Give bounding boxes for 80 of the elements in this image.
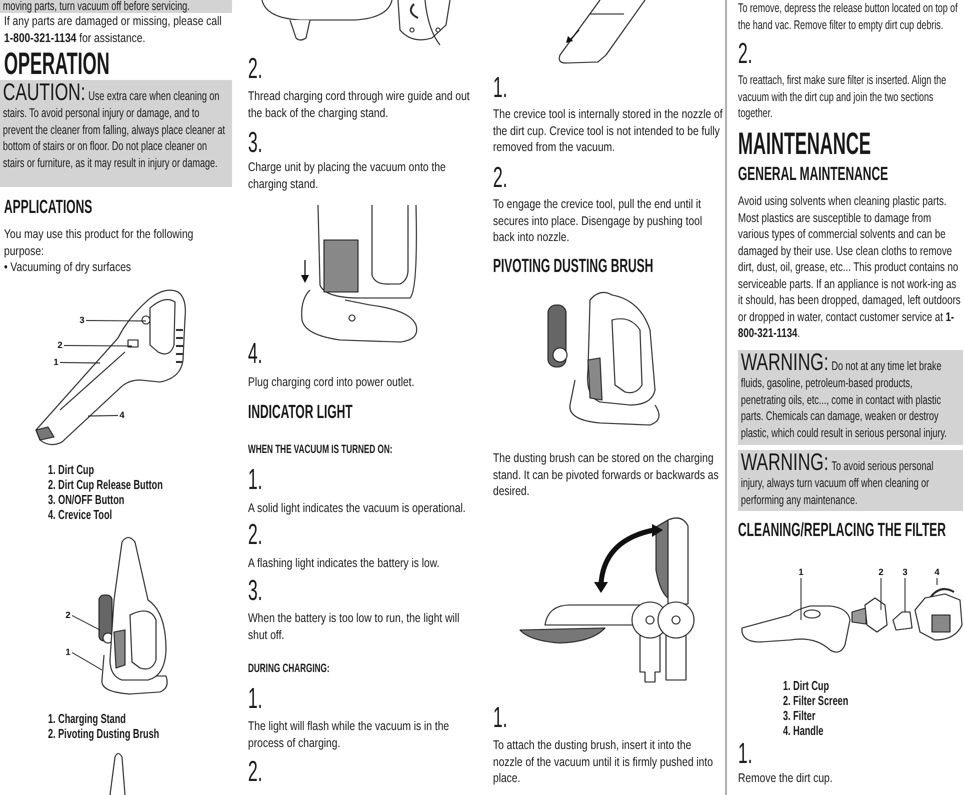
body-text: To attach the dusting brush, insert it into the nozzle of the vacuum until it is firmly pushed into place. bbox=[493, 737, 714, 786]
callout-number: 2 bbox=[64, 610, 72, 621]
warning-text: moving parts, turn vacuum off before servicing. bbox=[2, 0, 191, 13]
body-text: Avoid using solvents when cleaning plastic parts. Most plastics are susceptible to damage from various types of commercial solvents and can be damaged by their use. Use clean cloths to remove dirt, dust, oil, grease, etc... This product contains no serviceable parts. If an appliance is not work-ing as it should, has been dropped, damaged, left outdoors or dropped in water, contact customer service at 1-800-321-1134. bbox=[738, 193, 962, 342]
step-number: 1. bbox=[248, 466, 263, 495]
subheading: DURING CHARGING: bbox=[248, 661, 330, 676]
callout-number: 3 bbox=[901, 567, 909, 578]
callout-number: 2 bbox=[877, 567, 885, 578]
leader-line bbox=[60, 362, 100, 364]
callout-number: 1 bbox=[52, 357, 60, 368]
callout-number: 4 bbox=[933, 567, 941, 578]
callout-number: 4 bbox=[118, 410, 126, 421]
callout-number: 3 bbox=[78, 315, 86, 326]
subsection-heading: APPLICATIONS bbox=[4, 198, 92, 219]
parts-list-item: 1. Dirt Cup bbox=[48, 462, 94, 477]
subsection-heading: GENERAL MAINTENANCE bbox=[738, 165, 888, 186]
warning-box bbox=[0, 80, 232, 187]
warning-box bbox=[738, 450, 963, 512]
body-text: A solid light indicates the vacuum is operational. bbox=[248, 500, 466, 516]
parts-list-item: 4. Crevice Tool bbox=[48, 507, 112, 522]
step-number: 3. bbox=[248, 577, 263, 606]
filter-parts-drawing bbox=[741, 588, 963, 653]
parts-list-item: 2. Pivoting Dusting Brush bbox=[48, 726, 160, 741]
leader-line bbox=[904, 578, 906, 612]
step-number: 1. bbox=[738, 740, 753, 769]
body-text: To reattach, first make sure filter is inserted. Align the vacuum with the dirt cup and join the two sections together. bbox=[738, 72, 948, 122]
step-number: 2. bbox=[738, 40, 753, 69]
warning-text: CAUTION:Use extra care when cleaning on stairs. To avoid personal injury or damage, and to prevent the cleaner from falling, always place cleaner at bottom of stairs or on floor. Do not place cleaner on stairs or furniture, as it may result in injury or damage. bbox=[2, 80, 226, 172]
leader-line bbox=[72, 615, 100, 630]
step-number: 2. bbox=[248, 758, 263, 787]
step-number: 1. bbox=[493, 704, 508, 733]
callout-number: 2 bbox=[56, 340, 64, 351]
parts-list-item: 3. ON/OFF Button bbox=[48, 492, 124, 507]
body-text: Remove the dirt cup. bbox=[738, 770, 833, 786]
subsection-heading: CLEANING/REPLACING THE FILTER bbox=[738, 521, 946, 542]
body-text: A flashing light indicates the battery is low. bbox=[248, 555, 440, 572]
leader-line bbox=[936, 578, 938, 586]
step-number: 1. bbox=[248, 685, 263, 714]
section-heading: MAINTENANCE bbox=[738, 128, 871, 159]
note-box bbox=[0, 0, 232, 13]
callout-number: 1 bbox=[64, 647, 72, 658]
body-text: Plug charging cord into power outlet. bbox=[248, 374, 414, 390]
step-number: 1. bbox=[493, 74, 508, 103]
leader-line bbox=[800, 578, 802, 620]
body-text: • Vacuuming of dry surfaces bbox=[4, 259, 132, 276]
body-text: Charge unit by placing the vacuum onto the charging stand. bbox=[248, 159, 447, 192]
parts-list-item: 3. Filter bbox=[783, 708, 816, 723]
leader-line bbox=[72, 652, 102, 670]
parts-list-item: 4. Handle bbox=[783, 723, 824, 738]
body-text: Thread charging cord through wire guide and out the back of the charging stand. bbox=[248, 88, 471, 121]
body-text: You may use this product for the following purpose: bbox=[4, 226, 194, 259]
step-number: 2. bbox=[248, 521, 263, 550]
leader-line bbox=[880, 578, 882, 610]
leader-line bbox=[64, 345, 132, 346]
subsection-heading: INDICATOR LIGHT bbox=[248, 403, 353, 424]
body-text: When the battery is too low to run, the light will shut off. bbox=[248, 610, 460, 643]
step-number: 4. bbox=[248, 340, 263, 369]
step-number: 3. bbox=[248, 129, 263, 158]
warning-text: WARNING:To avoid serious personal injury, always turn vacuum off when cleaning or performing any maintenance. bbox=[740, 450, 934, 509]
body-text: The crevice tool is internally stored in the nozzle of the dirt cup. Crevice tool is not intended to be fully removed from the vacuum. bbox=[493, 106, 723, 156]
handheld-vacuum-drawing bbox=[35, 290, 186, 446]
parts-list-item: 1. Dirt Cup bbox=[783, 678, 830, 693]
leader-line bbox=[88, 415, 118, 416]
subheading: WHEN THE VACUUM IS TURNED ON: bbox=[248, 442, 392, 456]
callout-number: 1 bbox=[797, 567, 805, 578]
warning-text: WARNING:Do not at any time let brake fluids, gasoline, petroleum-based products, penetrating oils, etc..., come in contact with plastic parts. Chemicals can damage, weaken or destroy plastic, which could result in serious personal injury. bbox=[740, 350, 948, 442]
step-number: 2. bbox=[248, 55, 263, 84]
body-text: The dusting brush can be stored on the charging stand. It can be pivoted forwards or backwards as desired. bbox=[493, 450, 720, 500]
leader-line bbox=[86, 320, 146, 322]
subsection-heading: PIVOTING DUSTING BRUSH bbox=[493, 257, 654, 278]
step-number: 2. bbox=[493, 164, 508, 193]
body-text: The light will flash while the vacuum is in the process of charging. bbox=[248, 718, 450, 751]
body-text: To engage the crevice tool, pull the end until it secures into place. Disengage by pushing tool back into nozzle. bbox=[493, 196, 704, 246]
parts-list-item: 2. Dirt Cup Release Button bbox=[48, 477, 163, 492]
section-heading: OPERATION bbox=[4, 48, 110, 79]
body-text: To remove, depress the release button located on top of the hand vac. Remove filter to empty dirt cup debris. bbox=[738, 0, 959, 33]
vacuum-on-stand-drawing bbox=[98, 536, 168, 695]
parts-list-item: 2. Filter Screen bbox=[783, 693, 848, 708]
parts-list-item: 1. Charging Stand bbox=[48, 711, 126, 726]
body-text: If any parts are damaged or missing, please call 1-800-321-1134 for assistance. bbox=[4, 13, 223, 46]
